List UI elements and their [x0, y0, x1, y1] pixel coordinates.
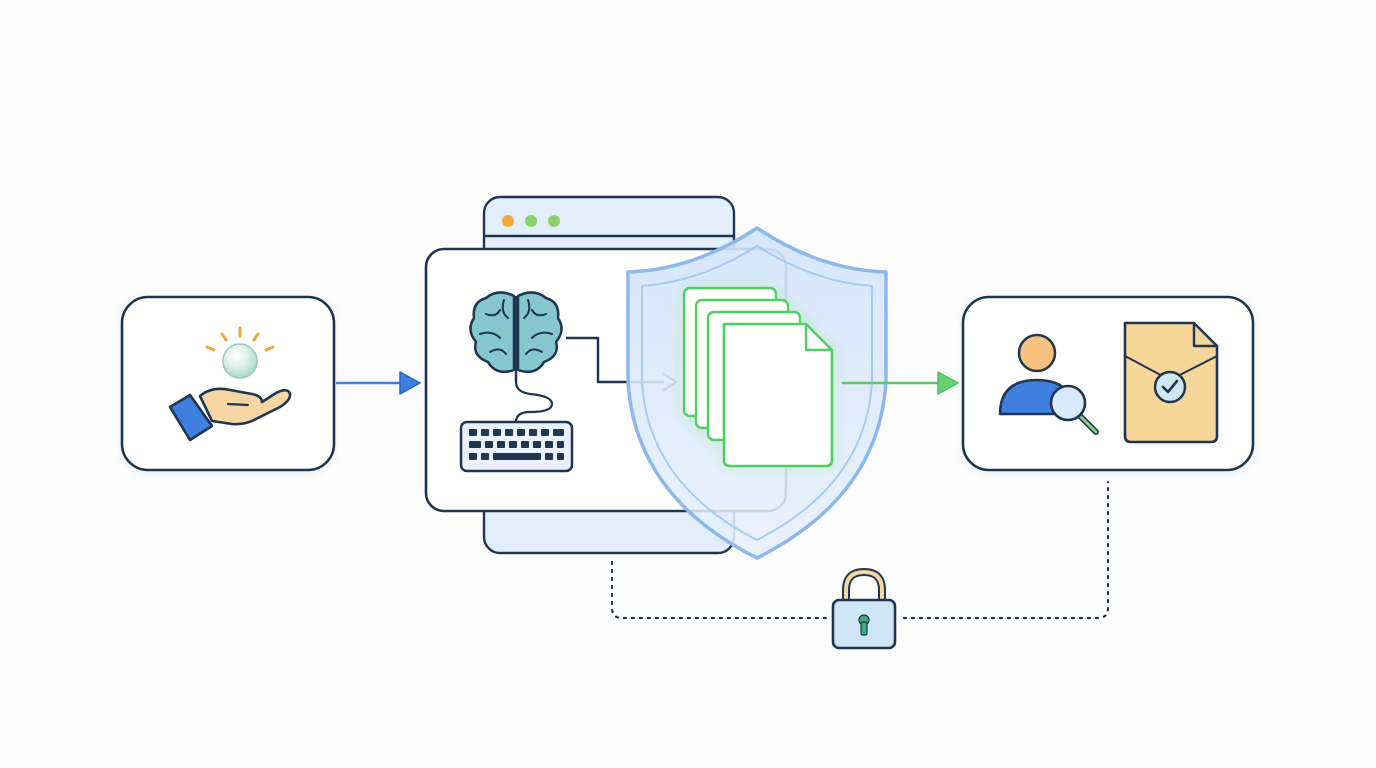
document-stack-icon	[682, 286, 834, 468]
arrow-documents-to-review	[842, 371, 959, 395]
brain-icon	[469, 291, 563, 382]
idea-node	[120, 295, 336, 472]
review-node	[961, 295, 1255, 472]
idea-card	[120, 295, 336, 472]
window-dots-icon	[502, 215, 560, 227]
secure-link-connector	[610, 480, 1110, 620]
keyboard-icon	[459, 420, 574, 473]
light-rays-icon	[205, 326, 275, 352]
verified-document-icon	[1123, 321, 1219, 444]
protected-output-node	[626, 226, 888, 560]
padlock-icon	[831, 567, 897, 650]
keyboard-cable	[514, 381, 554, 423]
glowing-orb-icon	[222, 343, 258, 379]
arrow-idea-to-workspace	[336, 371, 421, 395]
magnifier-icon	[1049, 384, 1099, 435]
hand-icon	[168, 387, 292, 442]
